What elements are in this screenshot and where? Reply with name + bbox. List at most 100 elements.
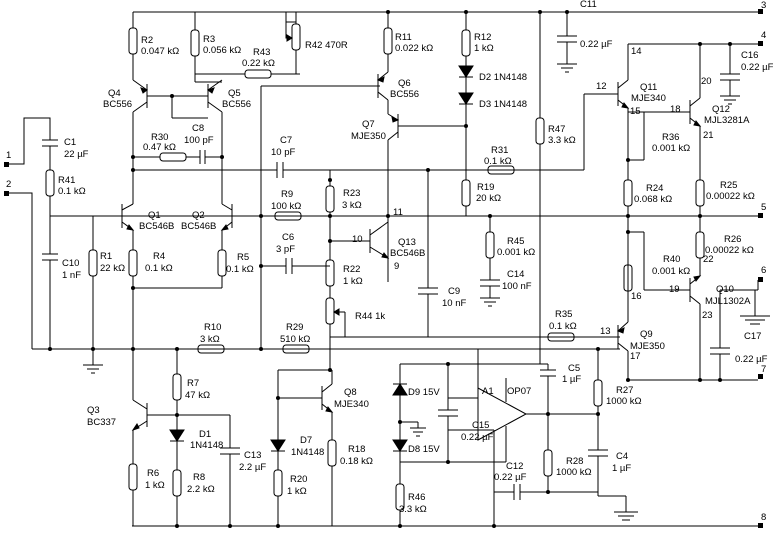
r36-label: R36 — [662, 132, 679, 143]
q2-label: Q2 — [192, 210, 205, 221]
c5-label: C5 — [568, 363, 580, 374]
r46-value: 3.3 kΩ — [399, 504, 427, 515]
r45-label: R45 — [507, 236, 524, 247]
q13-value: BC546B — [390, 248, 425, 259]
r12-value: 1 kΩ — [474, 43, 494, 54]
r31-value: 0.1 kΩ — [484, 156, 512, 167]
a1-label: A1 — [482, 386, 494, 397]
r27-label: R27 — [616, 385, 633, 396]
d8-label: D8 15V — [408, 444, 440, 455]
node-10: 10 — [352, 234, 363, 245]
r1-value: 22 kΩ — [100, 263, 125, 274]
r4-value: 0.1 kΩ — [145, 263, 173, 274]
r23-value: 3 kΩ — [342, 200, 362, 211]
c11-value: 0.22 µF — [580, 39, 613, 50]
c10-value: 1 nF — [62, 270, 81, 281]
a1-value: OP07 — [507, 386, 531, 397]
r8-value: 2.2 kΩ — [187, 484, 215, 495]
r43-label: R43 — [253, 47, 270, 58]
c14-label: C14 — [507, 269, 524, 280]
r41-label: R41 — [58, 175, 75, 186]
bottom-left-section: Q3 BC337 R7 47 kΩ D1 1N4148 R6 1 kΩ R8 2… — [87, 349, 266, 528]
lower-feedback-row: R10 3 kΩ R29 510 kΩ — [48, 322, 310, 354]
r2-value: 0.047 kΩ — [141, 46, 179, 57]
c16-label: C16 — [741, 50, 758, 61]
q6-label: Q6 — [398, 78, 411, 89]
c1-label: C1 — [64, 137, 76, 148]
node-20: 20 — [701, 76, 712, 87]
r24-value: 0.068 kΩ — [634, 194, 672, 205]
node-19: 19 — [669, 284, 680, 295]
rails — [32, 11, 758, 527]
r29-label: R29 — [286, 322, 303, 333]
r46-label: R46 — [408, 492, 425, 503]
r4-label: R4 — [153, 251, 165, 262]
r3-value: 0.056 kΩ — [203, 45, 241, 56]
d1-label: D1 — [199, 429, 211, 440]
q11-label: Q11 — [640, 82, 657, 93]
c8-label: C8 — [192, 123, 204, 134]
q1-value: BC546B — [139, 221, 174, 232]
r40-value: 0.001 kΩ — [652, 266, 690, 277]
r24-label: R24 — [646, 183, 663, 194]
ports: 3 4 5 6 7 8 1 2 — [4, 0, 766, 528]
node-23: 23 — [702, 310, 713, 321]
r28-value: 1000 kΩ — [556, 467, 592, 478]
c12-label: C12 — [506, 461, 523, 472]
c1-value: 22 µF — [64, 149, 89, 160]
c7-label: C7 — [280, 135, 292, 146]
r35-label: R35 — [555, 309, 572, 320]
q3-value: BC337 — [87, 417, 116, 428]
node-22: 22 — [703, 254, 714, 265]
node-21: 21 — [703, 130, 714, 141]
r6-value: 1 kΩ — [145, 480, 165, 491]
r29-value: 510 kΩ — [280, 334, 310, 345]
current-mirror-section: R2 0.047 kΩ R3 0.056 kΩ R43 0.22 kΩ R42 … — [103, 12, 348, 196]
r9-value: 100 kΩ — [271, 201, 301, 212]
q2-value: BC546B — [181, 221, 216, 232]
r3-label: R3 — [203, 34, 215, 45]
r22-value: 1 kΩ — [343, 276, 363, 287]
q7-value: MJE350 — [351, 131, 386, 142]
r41-value: 0.1 kΩ — [58, 186, 86, 197]
r28-label: R28 — [566, 456, 583, 467]
r30-value: 0.47 kΩ — [143, 142, 176, 153]
r7-value: 47 kΩ — [185, 390, 210, 401]
d7-value: 1N4148 — [291, 447, 324, 458]
node-11: 11 — [393, 207, 403, 218]
c17-label: C17 — [744, 331, 761, 342]
q3-label: Q3 — [87, 405, 100, 416]
r9-label: R9 — [281, 189, 293, 200]
output-lower: R40 0.001 kΩ R26 0.00022 kΩ Q10 MJL1302A… — [547, 216, 770, 382]
r20-value: 1 kΩ — [287, 486, 307, 497]
d1-value: 1N4148 — [190, 440, 223, 451]
r27-value: 1000 kΩ — [606, 396, 642, 407]
r40-label: R40 — [663, 254, 680, 265]
r10-label: R10 — [204, 322, 221, 333]
port-8-label: 8 — [761, 512, 766, 523]
q6-value: BC556 — [390, 89, 419, 100]
q8-value: MJE340 — [334, 399, 369, 410]
r6-label: R6 — [147, 468, 159, 479]
r11-label: R11 — [395, 32, 412, 43]
r30-label: R30 — [151, 132, 168, 143]
r2-label: R2 — [141, 35, 153, 46]
r36-value: 0.001 kΩ — [652, 143, 690, 154]
c6-value: 3 pF — [276, 244, 295, 255]
node-14: 14 — [631, 46, 642, 57]
c16-value: 0.22 µF — [741, 62, 773, 73]
mid-section: R23 3 kΩ R22 1 kΩ R44 1k Q13 BC546B C9 1… — [325, 168, 620, 370]
r47-value: 3.3 kΩ — [548, 135, 576, 146]
port-5-label: 5 — [761, 202, 766, 213]
r42-label: R42 470R — [305, 40, 348, 51]
c4-value: 1 µF — [612, 463, 631, 474]
node-17: 17 — [630, 351, 641, 362]
port-2-label: 2 — [6, 179, 11, 190]
servo-section: D9 15V D8 15V C15 0.22 µF A1 OP07 C5 1 µ… — [392, 347, 642, 528]
r18-value: 0.18 kΩ — [340, 456, 373, 467]
port-4-label: 4 — [761, 30, 766, 41]
q9-value: MJE350 — [630, 341, 665, 352]
node-16: 16 — [631, 291, 642, 302]
c15-value: 0.22 µF — [461, 432, 494, 443]
